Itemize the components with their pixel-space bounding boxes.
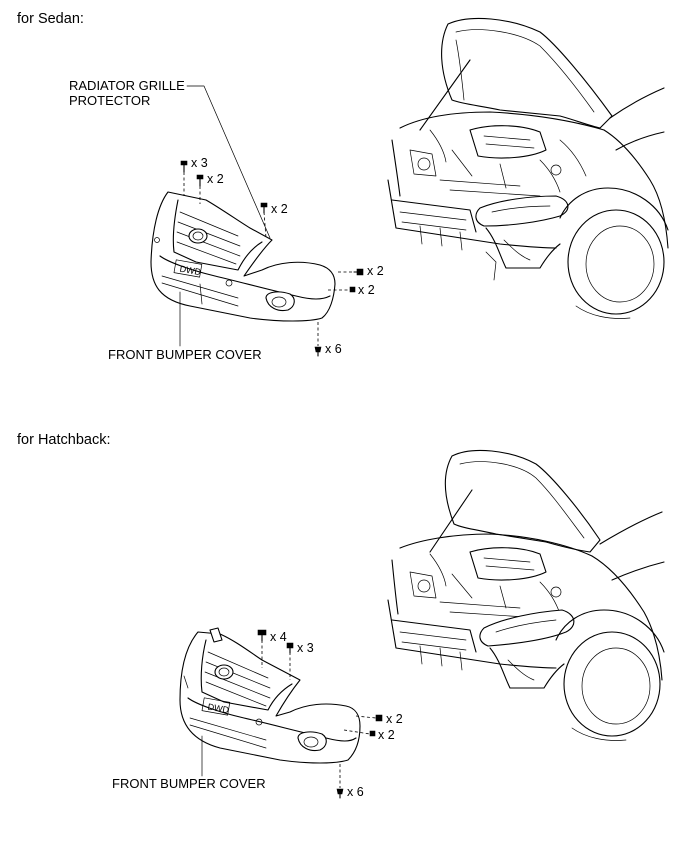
sedan-fog-lamp bbox=[266, 292, 294, 311]
hatchback-front-bumper-cover-label: FRONT BUMPER COVER bbox=[112, 776, 266, 791]
sedan-side-screw-icon bbox=[350, 287, 355, 292]
sedan-front-bumper-cover-label: FRONT BUMPER COVER bbox=[108, 347, 262, 362]
hatchback-heading: for Hatchback: bbox=[17, 432, 111, 448]
hatchback-section-drawing: DWD bbox=[180, 450, 664, 798]
hatchback-qty-bottom-screw: x 6 bbox=[347, 785, 364, 799]
hatchback-fog-lamp bbox=[298, 732, 326, 751]
hatchback-screw-icon bbox=[287, 643, 293, 653]
radiator-grille-protector-label-line2: PROTECTOR bbox=[69, 93, 151, 108]
toyota-emblem-icon bbox=[215, 665, 233, 679]
sedan-side-clip-icon bbox=[354, 269, 363, 275]
hatchback-bottom-screw-icon bbox=[337, 789, 343, 798]
sedan-heading: for Sedan: bbox=[17, 11, 84, 27]
hatchback-qty-side-screw: x 2 bbox=[378, 728, 395, 742]
sedan-bottom-screw-icon bbox=[315, 347, 321, 356]
sedan-screw-icon bbox=[197, 175, 203, 186]
hatchback-qty-side-clip: x 2 bbox=[386, 712, 403, 726]
svg-text:DWD: DWD bbox=[179, 264, 202, 278]
sedan-clip-icon bbox=[181, 161, 187, 172]
sedan-qty-side-screw: x 2 bbox=[358, 283, 375, 297]
sedan-section-drawing: DWD bbox=[151, 18, 668, 356]
hatchback-car-front bbox=[388, 450, 664, 740]
sedan-qty-top-screw: x 2 bbox=[207, 172, 224, 186]
hatchback-side-screw-icon bbox=[370, 731, 375, 736]
sedan-qty-side-clip: x 2 bbox=[367, 264, 384, 278]
toyota-emblem-icon bbox=[189, 229, 207, 243]
sedan-qty-top-clip: x 3 bbox=[191, 156, 208, 170]
hatchback-qty-top-bolt: x 4 bbox=[270, 630, 287, 644]
hatchback-qty-top-screw: x 3 bbox=[297, 641, 314, 655]
svg-text:DWD: DWD bbox=[207, 702, 230, 716]
radiator-grille-protector-label-line1: RADIATOR GRILLE bbox=[69, 78, 185, 93]
sedan-grille-clip-icon bbox=[261, 203, 267, 213]
sedan-qty-grille-clip: x 2 bbox=[271, 202, 288, 216]
sedan-qty-bottom-screw: x 6 bbox=[325, 342, 342, 356]
hatchback-front-bumper-cover: DWD bbox=[180, 628, 360, 763]
radiator-grille-protector-leader bbox=[187, 86, 270, 238]
sedan-car-front bbox=[388, 18, 668, 318]
hatchback-bolt-icon bbox=[258, 630, 266, 641]
hatchback-side-clip-icon bbox=[376, 715, 382, 721]
sedan-front-bumper-cover: DWD bbox=[151, 192, 335, 321]
